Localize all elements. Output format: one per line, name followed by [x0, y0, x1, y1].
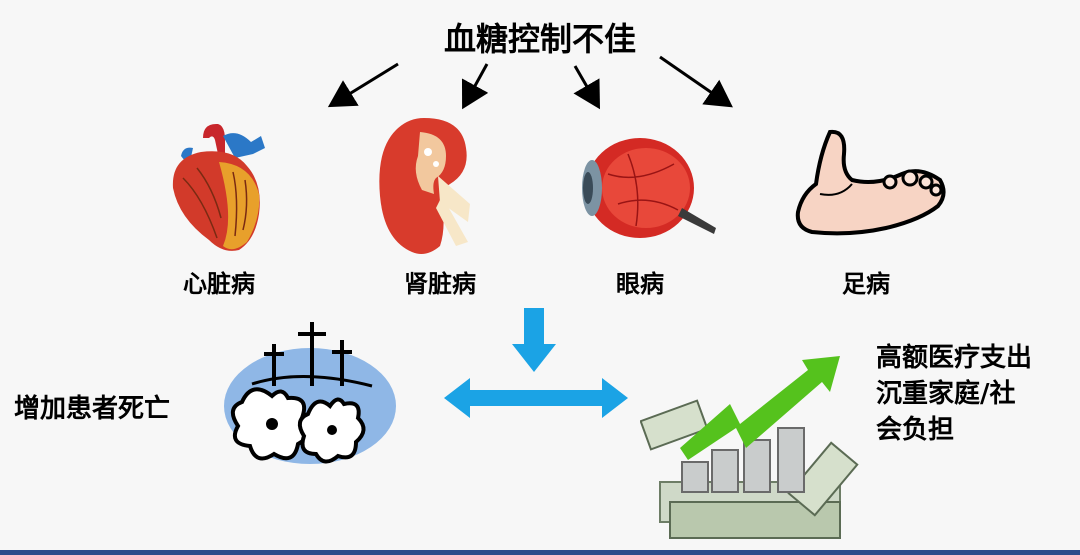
complication-label-foot: 足病	[842, 270, 890, 298]
double-arrow	[444, 378, 628, 418]
outcome-right-line-2: 沉重家庭/社	[876, 379, 1016, 409]
arrow-to-foot	[659, 55, 733, 108]
complication-label-eye: 眼病	[616, 270, 664, 298]
heart-icon	[172, 123, 265, 251]
diagram-title: 血糖控制不佳	[443, 20, 636, 58]
outcome-left-label: 增加患者死亡	[14, 394, 171, 424]
money-growth-icon	[640, 356, 859, 539]
graves-icon	[224, 322, 396, 464]
outcome-right-label: 高额医疗支出 沉重家庭/社 会负担	[876, 340, 1032, 448]
bottom-bar	[0, 550, 1080, 555]
arrow-to-eye	[573, 65, 601, 110]
arrow-to-kidney	[461, 63, 489, 110]
complication-label-heart: 心脏病	[183, 270, 255, 298]
outcome-right-line-3: 会负担	[876, 415, 955, 445]
kidney-icon	[379, 118, 470, 254]
arrow-to-heart	[327, 62, 399, 108]
foot-icon	[795, 129, 946, 236]
branch-arrows	[327, 55, 733, 110]
eye-icon	[582, 138, 716, 238]
complication-label-kidney: 肾脏病	[404, 270, 476, 298]
outcome-right-line-1: 高额医疗支出	[876, 343, 1033, 373]
down-arrow	[512, 308, 556, 372]
